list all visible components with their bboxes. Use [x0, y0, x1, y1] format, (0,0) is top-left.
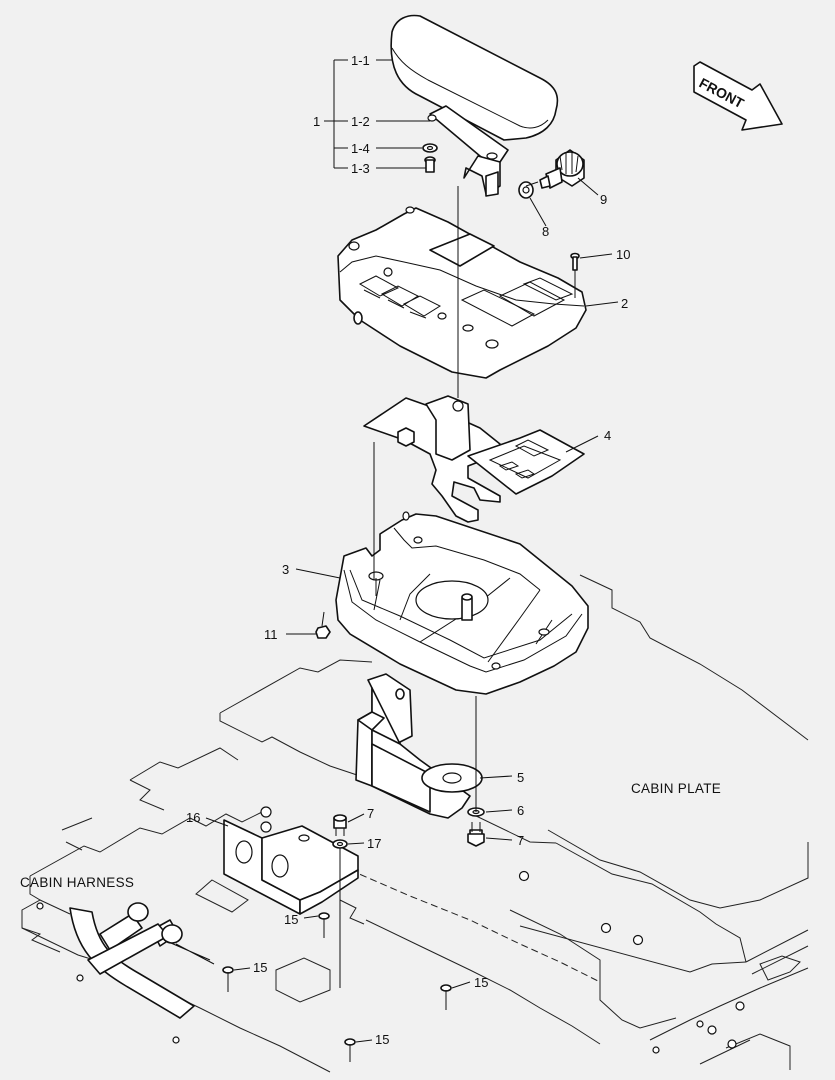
part-11-screw	[315, 611, 331, 639]
label-1-1: 1-1	[351, 53, 370, 68]
part-9-knob	[539, 149, 585, 189]
part-3-base-tray	[335, 511, 589, 695]
label-16: 16	[186, 810, 200, 825]
part-10-screw	[570, 252, 580, 271]
cabin-harness	[69, 902, 215, 1019]
label-1-4: 1-4	[351, 141, 370, 156]
cabin-floor-left	[21, 747, 601, 1073]
part-15-screws	[222, 912, 452, 1046]
label-7-upper: 7	[367, 806, 374, 821]
cabin-plate-outline	[219, 574, 809, 1070]
alignment-lines	[227, 181, 576, 1062]
part-16-bracket	[223, 819, 359, 915]
part-1-armrest	[390, 14, 559, 197]
label-15-a: 15	[284, 912, 298, 927]
part-7-bolt-upper	[333, 814, 347, 836]
label-5: 5	[517, 770, 524, 785]
part-5-stand	[355, 673, 483, 819]
label-17: 17	[367, 836, 381, 851]
label-1-2: 1-2	[351, 114, 370, 129]
leader-lines	[205, 59, 619, 1043]
cabin-plate-label: CABIN PLATE	[631, 781, 721, 796]
label-15-b: 15	[253, 960, 267, 975]
part-4-mounting-plate	[363, 395, 585, 523]
label-7-lower: 7	[517, 833, 524, 848]
front-direction-arrow: FRONT	[693, 61, 783, 131]
floor-bolt-holes	[36, 806, 745, 1054]
label-9: 9	[600, 192, 607, 207]
part-8-washer	[518, 181, 534, 199]
part-1-4-washer	[422, 143, 438, 153]
part-17-nut	[332, 839, 348, 849]
label-15-c: 15	[474, 975, 488, 990]
label-11: 11	[264, 627, 278, 642]
label-15-d: 15	[375, 1032, 389, 1047]
label-8: 8	[542, 224, 549, 239]
part-1-3-screw	[424, 156, 436, 173]
label-3: 3	[282, 562, 289, 577]
label-6: 6	[517, 803, 524, 818]
label-4: 4	[604, 428, 611, 443]
part-number-labels: 1 1-1 1-2 1-4 1-3 9 8 10 2 4 3 11 5 6 7 …	[186, 53, 630, 1047]
part-7-bolt-lower	[467, 822, 485, 847]
label-group-1: 1	[313, 114, 320, 129]
label-2: 2	[621, 296, 628, 311]
label-1-3: 1-3	[351, 161, 370, 176]
label-10: 10	[616, 247, 630, 262]
part-2-console-cover	[337, 206, 587, 379]
cabin-harness-label: CABIN HARNESS	[20, 875, 134, 890]
